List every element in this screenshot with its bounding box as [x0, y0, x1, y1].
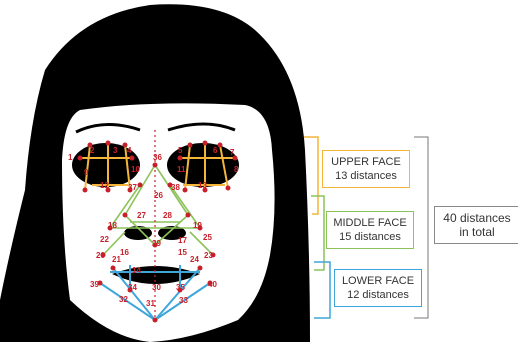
distance-label: 35: [176, 283, 185, 292]
middle-face-box: MIDDLE FACE 15 distances: [326, 211, 414, 249]
distance-label: 15: [178, 248, 187, 257]
distance-label: 8: [234, 165, 239, 174]
distance-label: 24: [190, 255, 199, 264]
distance-label: 13: [198, 181, 207, 190]
total-line-1: 40 distances: [435, 211, 518, 225]
distance-label: 21: [112, 255, 121, 264]
distance-label: 40: [208, 280, 217, 289]
distance-label: 33: [179, 296, 188, 305]
distance-label: 36: [153, 153, 162, 162]
distance-label: 19: [193, 221, 202, 230]
distance-label: 23: [204, 251, 213, 260]
total-line-2: in total: [435, 225, 518, 239]
middle-face-count: 15 distances: [327, 230, 413, 244]
distance-label: 3: [113, 146, 118, 155]
distance-label: 30: [152, 283, 161, 292]
distance-label: 14: [132, 266, 141, 275]
lower-face-count: 12 distances: [335, 288, 421, 302]
upper-face-box: UPPER FACE 13 distances: [322, 150, 410, 188]
total-distances-box: 40 distances in total: [434, 206, 518, 244]
distance-label: 20: [96, 251, 105, 260]
distance-label: 34: [128, 283, 137, 292]
distance-label: 38: [171, 183, 180, 192]
distance-label: 11: [177, 165, 186, 174]
distance-label: 16: [120, 248, 129, 257]
distance-label: 26: [154, 191, 163, 200]
distance-label: 18: [108, 221, 117, 230]
middle-face-title: MIDDLE FACE: [327, 216, 413, 230]
distance-label: 12: [100, 181, 109, 190]
distance-label: 27: [137, 211, 146, 220]
distance-label: 5: [178, 146, 183, 155]
distance-label: 28: [163, 211, 172, 220]
distance-label: 2: [90, 146, 95, 155]
distance-label: 39: [90, 280, 99, 289]
distance-label: 9: [84, 168, 89, 177]
distance-label: 17: [178, 236, 187, 245]
distance-label: 6: [213, 146, 218, 155]
distance-label: 4: [127, 146, 132, 155]
distance-label: 25: [203, 233, 212, 242]
distance-label: 22: [100, 235, 109, 244]
lower-face-title: LOWER FACE: [335, 274, 421, 288]
distance-label: 7: [230, 148, 235, 157]
distance-label: 1: [68, 153, 73, 162]
upper-face-title: UPPER FACE: [323, 155, 409, 169]
distance-label: 10: [131, 165, 140, 174]
distance-label: 32: [119, 295, 128, 304]
lower-face-box: LOWER FACE 12 distances: [334, 269, 422, 307]
distance-label: 29: [152, 239, 161, 248]
upper-face-count: 13 distances: [323, 169, 409, 183]
distance-label: 37: [128, 183, 137, 192]
distance-label: 31: [146, 299, 155, 308]
